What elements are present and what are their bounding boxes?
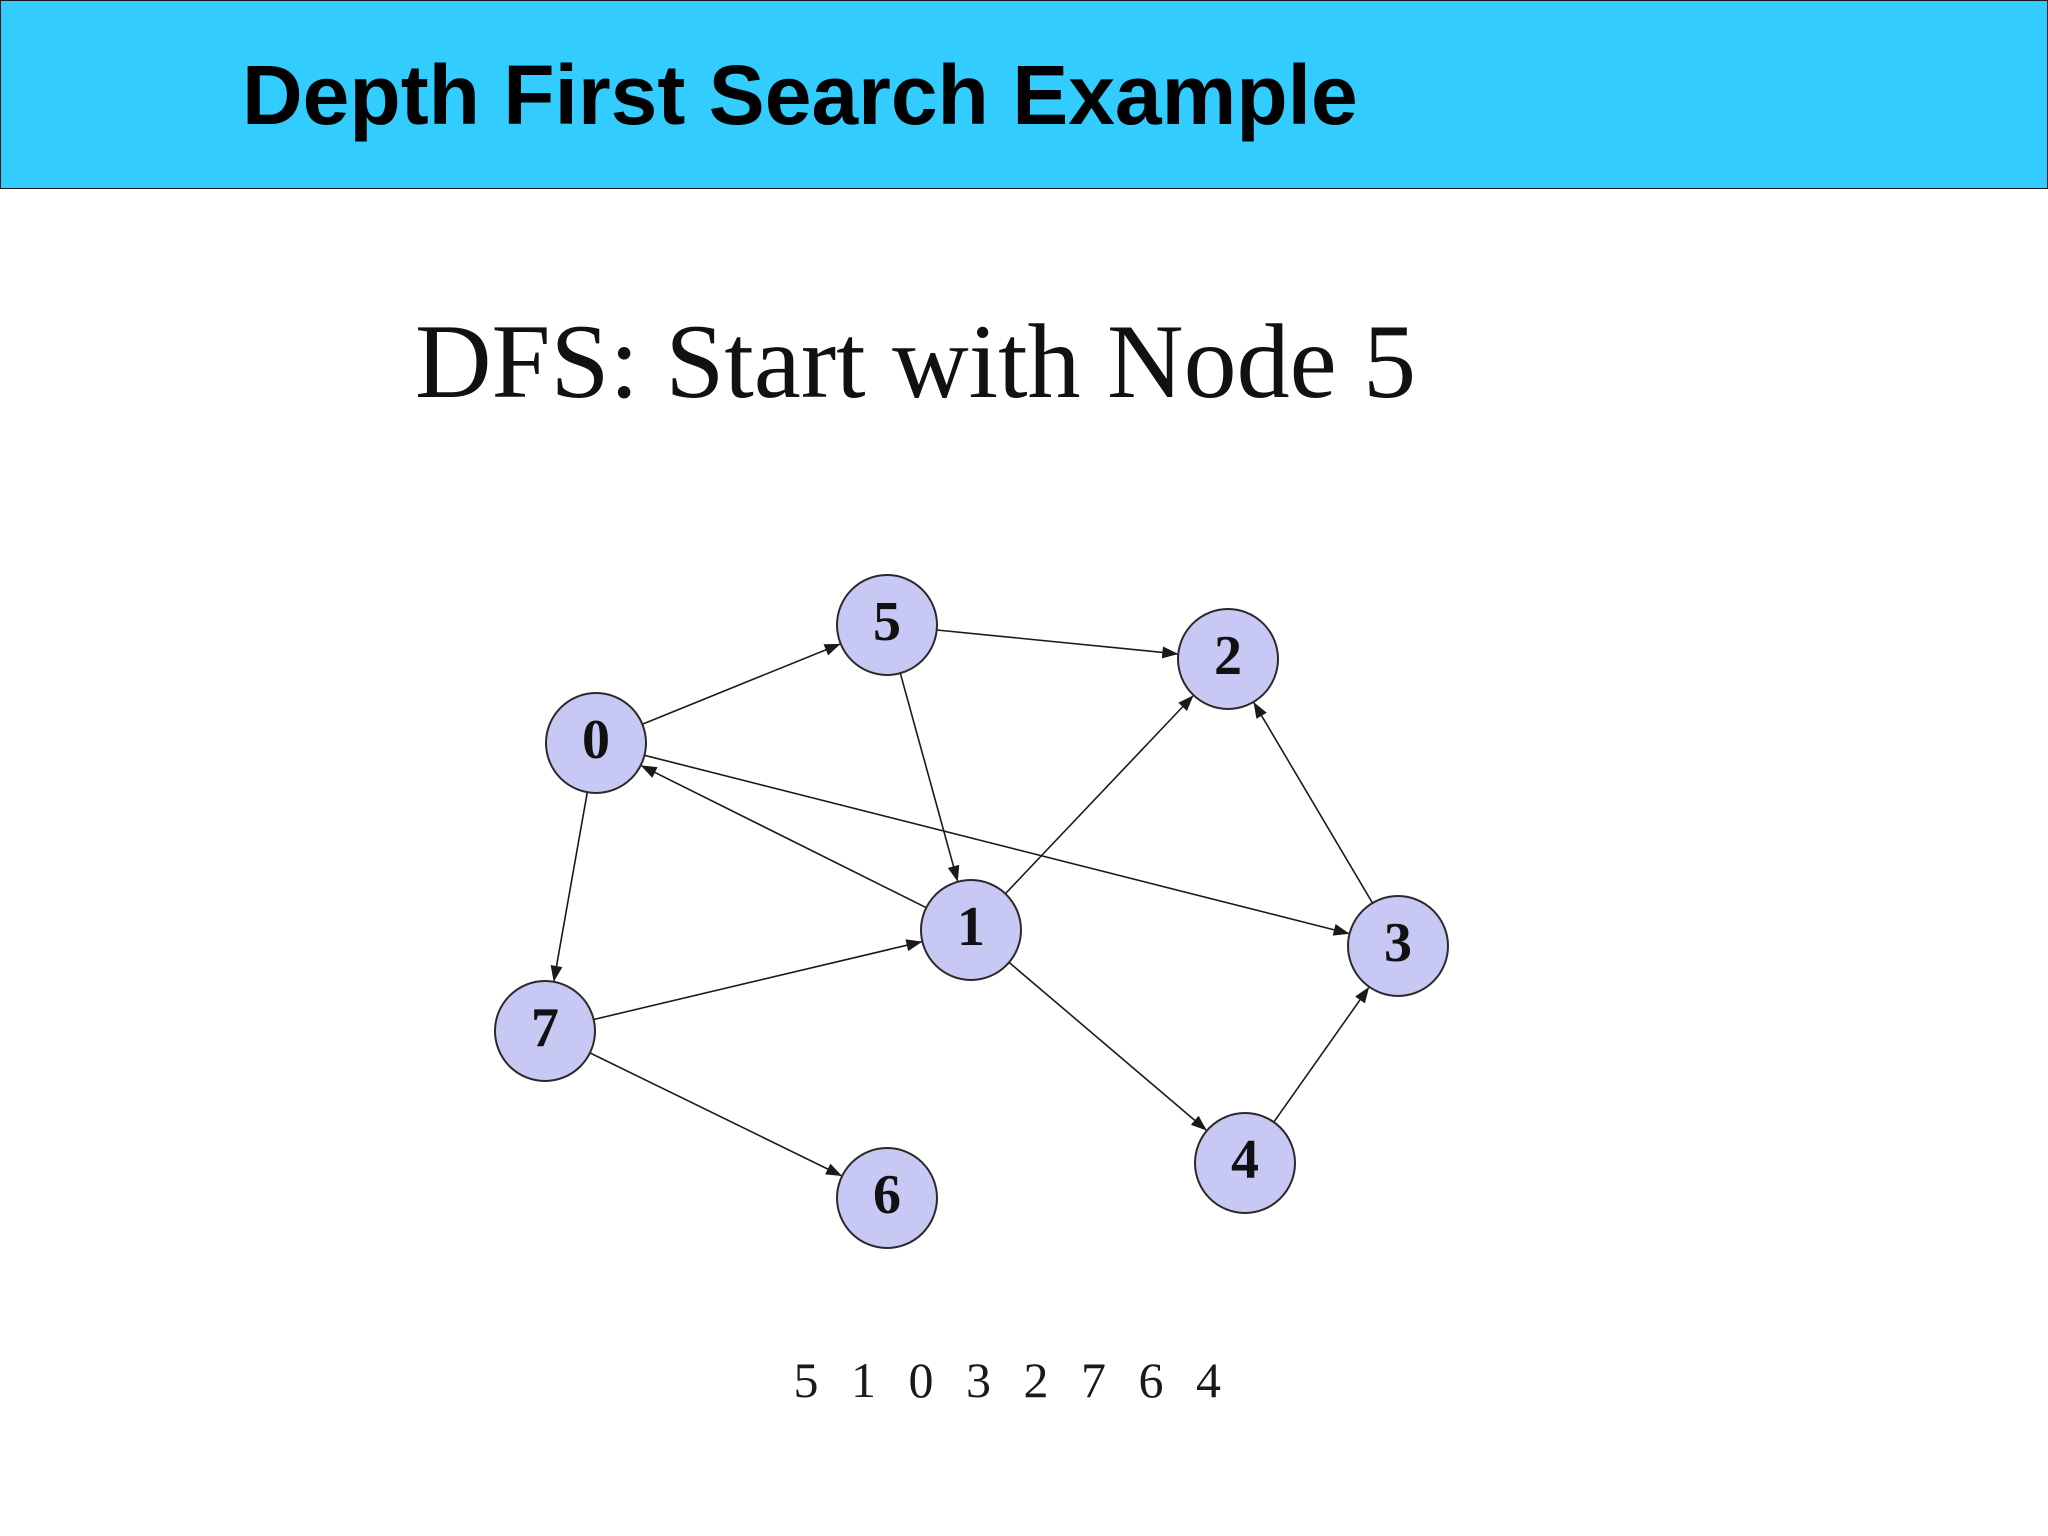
node-label: 2 — [1214, 625, 1242, 687]
edge-7-to-6 — [589, 1052, 843, 1177]
node-3: 3 — [1347, 895, 1449, 997]
node-label: 6 — [873, 1164, 901, 1226]
traversal-order-item: 5 — [794, 1352, 819, 1408]
node-circle — [1194, 1112, 1296, 1214]
node-label: 4 — [1231, 1129, 1259, 1191]
edge-1-to-0 — [640, 765, 927, 909]
node-circle — [836, 574, 938, 676]
edge-1-to-4 — [1008, 961, 1207, 1131]
traversal-order-item: 0 — [909, 1352, 934, 1408]
traversal-order-item: 1 — [851, 1352, 876, 1408]
node-4: 4 — [1194, 1112, 1296, 1214]
title-bar: Depth First Search Example — [0, 0, 2048, 189]
node-label: 5 — [873, 591, 901, 653]
edge-0-to-3 — [644, 754, 1350, 936]
edge-5-to-2 — [936, 629, 1179, 659]
node-1: 1 — [920, 879, 1022, 981]
node-label: 7 — [531, 997, 559, 1059]
node-circle — [1347, 895, 1449, 997]
edge-0-to-5 — [641, 643, 841, 725]
node-label: 0 — [582, 709, 610, 771]
node-circle — [1177, 608, 1279, 710]
figure-heading: DFS: Start with Node 5 — [415, 303, 1416, 420]
traversal-order-item: 2 — [1024, 1352, 1049, 1408]
edge-1-to-2 — [1004, 695, 1194, 895]
node-2: 2 — [1177, 608, 1279, 710]
edge-3-to-2 — [1253, 702, 1374, 904]
node-circle — [920, 879, 1022, 981]
node-label: 3 — [1384, 912, 1412, 974]
traversal-order-item: 7 — [1081, 1352, 1106, 1408]
node-5: 5 — [836, 574, 938, 676]
edge-7-to-1 — [593, 939, 923, 1021]
edge-0-to-7 — [550, 792, 589, 982]
slide-title: Depth First Search Example — [242, 48, 1358, 142]
node-label: 1 — [957, 896, 985, 958]
graph-nodes: 0 1 2 3 4 5 6 7 — [494, 574, 1449, 1249]
node-circle — [836, 1147, 938, 1249]
node-0: 0 — [545, 692, 647, 794]
traversal-order-item: 6 — [1139, 1352, 1164, 1408]
edge-4-to-3 — [1273, 986, 1370, 1123]
graph-edges — [550, 629, 1374, 1177]
node-6: 6 — [836, 1147, 938, 1249]
edge-5-to-1 — [899, 672, 960, 882]
traversal-order-item: 3 — [966, 1352, 991, 1408]
node-7: 7 — [494, 980, 596, 1082]
traversal-order-item: 4 — [1196, 1352, 1221, 1408]
node-circle — [545, 692, 647, 794]
node-circle — [494, 980, 596, 1082]
